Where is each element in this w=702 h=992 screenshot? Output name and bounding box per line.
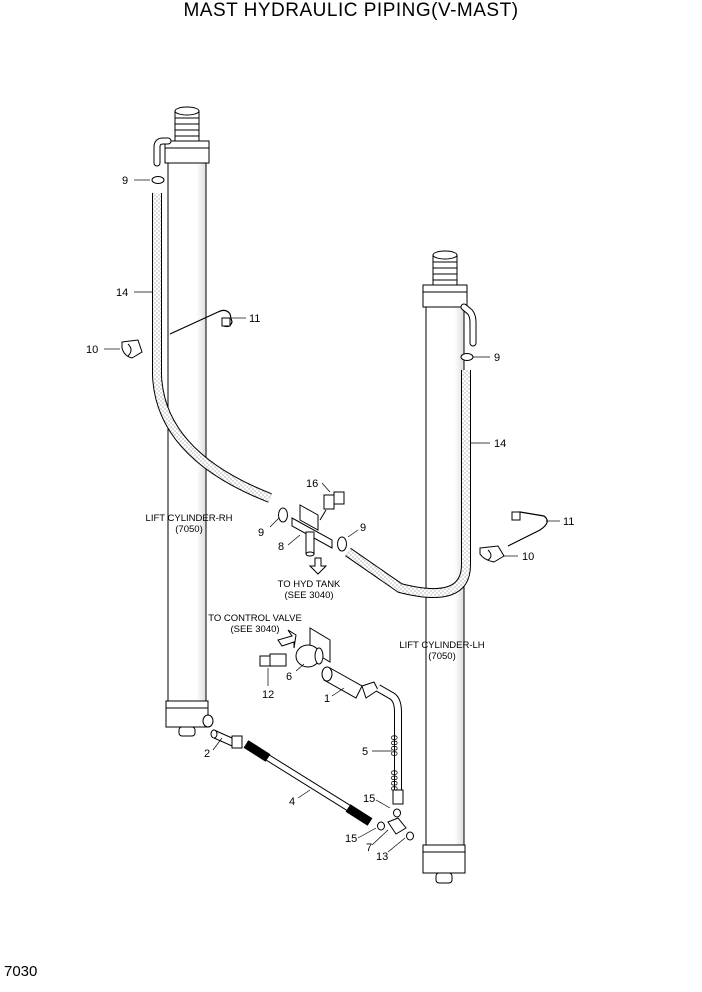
ring-9-tee-left bbox=[278, 507, 288, 523]
callout-10-rh: 10 bbox=[86, 344, 98, 356]
bolt-12 bbox=[259, 653, 287, 667]
arrow-to-hyd-tank bbox=[308, 557, 328, 575]
clamp-10-rh bbox=[121, 339, 143, 359]
caption-to-control-valve: TO CONTROL VALVE bbox=[208, 613, 302, 624]
callout-1: 1 bbox=[324, 693, 330, 705]
ring-9-rh-top bbox=[151, 176, 165, 184]
check-valve-1 bbox=[321, 666, 379, 699]
callout-14-lh: 14 bbox=[494, 438, 506, 450]
caption-to-hyd-tank-ref: (SEE 3040) bbox=[284, 590, 333, 601]
callout-9-lh-top: 9 bbox=[494, 352, 500, 364]
callout-13: 13 bbox=[376, 851, 388, 863]
tee-fitting-8 bbox=[291, 504, 333, 557]
callout-7: 7 bbox=[366, 842, 372, 854]
callout-9-tee-left: 9 bbox=[258, 527, 264, 539]
arrow-to-control-valve bbox=[277, 629, 297, 649]
elbow-7 bbox=[387, 817, 407, 835]
svg-text:0000: 0000 bbox=[388, 735, 399, 756]
ring-9-lh-top bbox=[460, 353, 474, 361]
ring-9-tee-right bbox=[337, 536, 347, 552]
callout-8: 8 bbox=[278, 541, 284, 553]
callout-16: 16 bbox=[306, 478, 318, 490]
callout-15-upper: 15 bbox=[363, 793, 375, 805]
page-number: 7030 bbox=[4, 963, 38, 980]
callout-12: 12 bbox=[262, 689, 274, 701]
caption-to-control-valve-ref: (SEE 3040) bbox=[230, 624, 279, 635]
lift-cylinder-lh bbox=[422, 250, 468, 884]
callout-10-lh: 10 bbox=[522, 551, 534, 563]
o-ring-13 bbox=[406, 831, 414, 841]
caption-lift-cylinder-lh-ref: (7050) bbox=[428, 651, 455, 662]
o-ring-15-lower bbox=[377, 821, 385, 831]
callout-2: 2 bbox=[204, 748, 210, 760]
caption-lift-cylinder-rh-ref: (7050) bbox=[175, 524, 202, 535]
o-ring-15-upper bbox=[393, 808, 401, 818]
page-title: MAST HYDRAULIC PIPING(V-MAST) bbox=[183, 0, 519, 21]
clamp-10-lh bbox=[479, 545, 505, 563]
leader-lines bbox=[104, 179, 560, 853]
callout-9-rh-top: 9 bbox=[122, 175, 128, 187]
caption-to-hyd-tank: TO HYD TANK bbox=[278, 579, 341, 590]
callout-14-rh: 14 bbox=[116, 287, 128, 299]
callout-4: 4 bbox=[289, 796, 295, 808]
bracket-6 bbox=[295, 627, 331, 668]
tube-4 bbox=[243, 740, 373, 826]
caption-lift-cylinder-rh: LIFT CYLINDER-RH bbox=[146, 513, 233, 524]
callout-5: 5 bbox=[362, 746, 368, 758]
callout-6: 6 bbox=[286, 671, 292, 683]
svg-text:0000: 0000 bbox=[388, 770, 399, 791]
callout-9-tee-right: 9 bbox=[360, 522, 366, 534]
adapter-2 bbox=[210, 729, 243, 749]
callout-11-rh: 11 bbox=[249, 313, 260, 325]
hose-5: 0000 0000 bbox=[376, 684, 404, 805]
caption-lift-cylinder-lh: LIFT CYLINDER-LH bbox=[399, 640, 484, 651]
callout-15-lower: 15 bbox=[345, 833, 357, 845]
callout-11-lh: 11 bbox=[563, 516, 574, 528]
bolt-16 bbox=[319, 491, 345, 521]
